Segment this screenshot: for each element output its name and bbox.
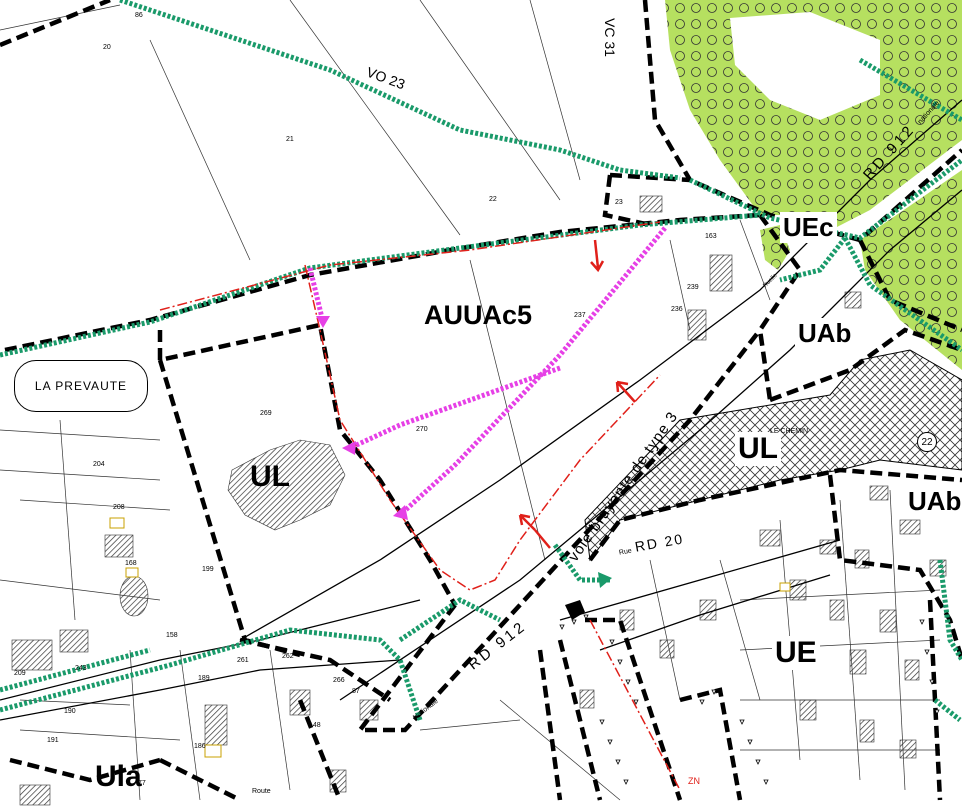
magenta-access-arrows — [307, 226, 667, 517]
road-label-route: Route — [252, 788, 271, 795]
parcel-262: 262 — [282, 653, 294, 660]
place-name-la-prevaute: LA PREVAUTE — [14, 360, 148, 412]
place-name-le-chemin: LE CHEMIN — [770, 428, 809, 435]
point-markers — [109, 517, 791, 758]
parcel-204: 204 — [93, 461, 105, 468]
parcel-20: 20 — [103, 44, 111, 51]
parcel-158: 158 — [166, 632, 178, 639]
zone-label-auuac5: AUUAc5 — [424, 300, 533, 330]
parcel-270: 270 — [416, 426, 428, 433]
rd20-prefix: Rue — [618, 547, 633, 557]
route-badge-22: 22 — [917, 432, 937, 452]
parcel-21: 21 — [286, 136, 294, 143]
parcel-189: 189 — [198, 675, 210, 682]
zone-label-ul-left: UL — [250, 460, 290, 493]
parcel-87: 87 — [352, 688, 360, 695]
zone-label-uab-right: UAb — [906, 486, 962, 517]
zone-label-ue: UE — [772, 636, 820, 670]
parcel-208: 208 — [113, 504, 125, 511]
parcel-191: 191 — [47, 737, 59, 744]
road-label-vc31: VC 31 — [602, 18, 618, 57]
parcel-168: 168 — [125, 560, 137, 567]
parcel-266: 266 — [333, 677, 345, 684]
parcel-237: 237 — [574, 312, 586, 319]
red-lines — [159, 221, 681, 791]
zone-label-ul-center: UL — [735, 432, 781, 466]
black-marker — [565, 600, 585, 620]
parcel-243: 243 — [75, 665, 87, 672]
parcel-lines — [0, 0, 941, 801]
zone-label-uab-top: UAb — [795, 318, 855, 349]
parcel-22: 22 — [489, 196, 497, 203]
parcel-77: 77 — [138, 780, 146, 787]
parcel-199: 199 — [202, 566, 214, 573]
parcel-86: 86 — [135, 12, 143, 19]
parcel-261: 261 — [237, 657, 249, 664]
zone-label-ula: Ula — [95, 760, 142, 793]
parcel-236: 236 — [671, 306, 683, 313]
wood-clearing — [730, 12, 880, 120]
parcel-186: 186 — [194, 743, 206, 750]
parcel-269: 269 — [260, 410, 272, 417]
parcel-239: 239 — [687, 284, 699, 291]
road-edges — [0, 99, 962, 721]
parcel-209: 209 — [14, 670, 26, 677]
red-arrows — [518, 239, 636, 549]
magenta-arrowheads — [316, 316, 408, 520]
parcel-23: 23 — [615, 199, 623, 206]
parcel-163: 163 — [705, 233, 717, 240]
triangle-markers — [559, 614, 940, 785]
zn-label: ZN — [688, 776, 700, 786]
buildings — [11, 195, 947, 806]
green-boundaries — [0, 0, 962, 722]
parcel-190: 190 — [64, 708, 76, 715]
zone-label-uec: UEc — [780, 212, 837, 243]
parcel-148: 148 — [309, 722, 321, 729]
teal-arrow — [598, 572, 612, 588]
